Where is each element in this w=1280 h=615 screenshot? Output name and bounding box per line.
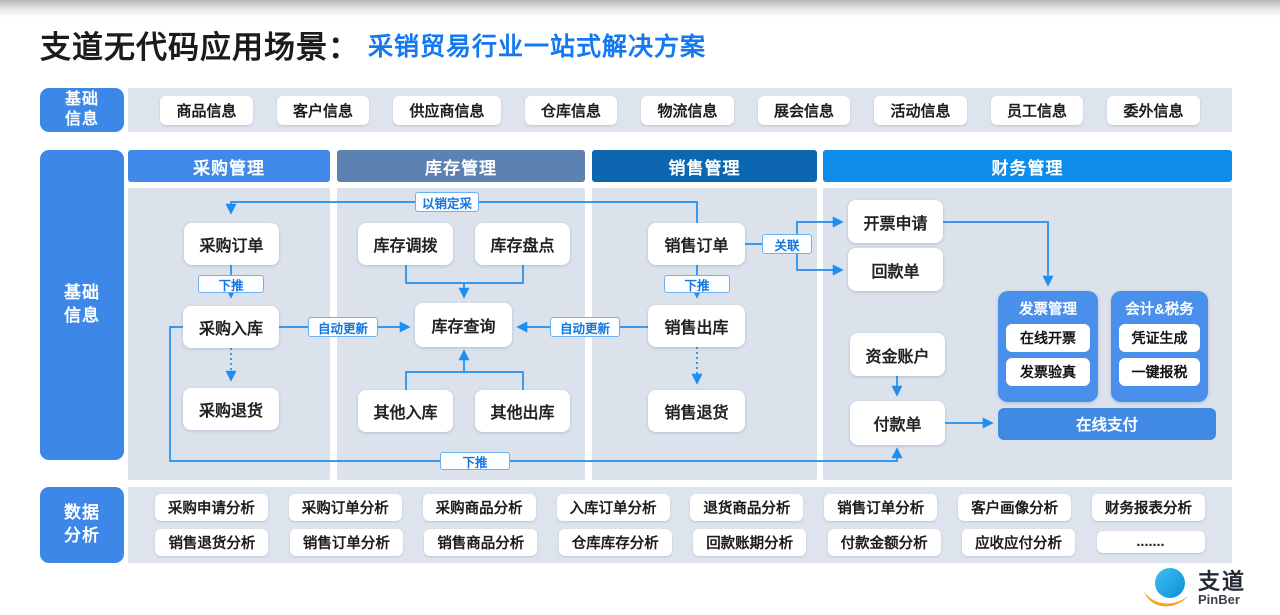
header-sales-mgmt: 销售管理 [592,150,817,182]
analysis-chip: 销售退货分析 [155,528,269,556]
data-analysis-label: 数据 分析 [40,487,124,563]
base-info-band: 商品信息 客户信息 供应商信息 仓库信息 物流信息 展会信息 活动信息 员工信息… [128,88,1232,132]
logo-name-cn: 支道 [1197,568,1246,594]
edge-label-auto-update: 自动更新 [308,317,378,337]
pinber-logo-icon [1143,568,1188,607]
node-sales-return: 销售退货 [648,390,745,432]
node-payment-order: 付款单 [850,401,945,445]
analysis-chip: 销售订单分析 [289,528,403,556]
group-tax-title: 会计&税务 [1125,302,1194,318]
info-chip: 仓库信息 [524,95,617,125]
analysis-chip: 付款金额分析 [827,528,941,556]
data-analysis-band: 采购申请分析 采购订单分析 采购商品分析 入库订单分析 退货商品分析 销售订单分… [128,487,1232,563]
analysis-chip: 采购订单分析 [288,494,402,522]
info-chip: 物流信息 [641,95,734,125]
edge-label-push-down: 下推 [198,275,264,293]
node-other-outbound: 其他出库 [475,390,570,432]
node-fund-account: 资金账户 [850,333,945,376]
node-other-inbound: 其他入库 [358,390,453,432]
edge-label-push-down: 下推 [440,452,510,470]
node-purchase-inbound: 采购入库 [183,306,279,348]
analysis-chip: 销售商品分析 [424,528,538,556]
info-chip: 委外信息 [1107,95,1200,125]
analysis-chip: 入库订单分析 [556,494,670,522]
analysis-chip: 销售订单分析 [824,494,938,522]
analysis-chip: 采购申请分析 [154,494,268,522]
logo-text: 支道 PinBer [1198,570,1246,607]
chip-one-click-tax: 一键报税 [1119,358,1200,386]
info-chip: 展会信息 [757,95,850,125]
analysis-chip: 客户画像分析 [958,494,1072,522]
chip-invoice-verify: 发票验真 [1006,358,1090,386]
chip-voucher-generate: 凭证生成 [1119,324,1200,352]
info-chip: 员工信息 [990,95,1083,125]
edge-label-relate: 关联 [762,234,812,254]
page-title: 支道无代码应用场景： 采销贸易行业一站式解决方案 [40,22,706,67]
base-info-label-top: 基础 信息 [40,88,124,132]
brand-logo: 支道 PinBer [1140,566,1246,610]
node-receipt-order: 回款单 [848,248,943,291]
analysis-chip: 应收应付分析 [962,528,1076,556]
analysis-chip: 仓库库存分析 [558,528,672,556]
chip-online-invoicing: 在线开票 [1006,324,1090,352]
analysis-chip-more: ....... [1096,531,1205,554]
online-pay-bar: 在线支付 [998,408,1216,440]
info-chip: 供应商信息 [393,95,501,125]
analysis-row-2: 销售退货分析 销售订单分析 销售商品分析 仓库库存分析 回款账期分析 付款金额分… [128,528,1232,556]
title-prefix: 支道无代码应用场景： [40,30,360,65]
title-highlight: 采销贸易行业一站式解决方案 [368,32,707,61]
node-stock-transfer: 库存调拨 [358,223,453,265]
info-chip: 客户信息 [276,95,369,125]
logo-name-en: PinBer [1197,591,1240,607]
group-accounting-tax: 会计&税务 凭证生成 一键报税 [1111,291,1208,402]
base-info-label-mid: 基础 信息 [40,150,124,460]
top-gradient-shade [0,0,1280,18]
info-chip: 商品信息 [160,95,253,125]
header-stock-mgmt: 库存管理 [337,150,585,182]
node-stock-count: 库存盘点 [475,223,570,265]
node-purchase-order: 采购订单 [184,223,279,265]
analysis-chip: 退货商品分析 [690,494,804,522]
info-chip: 活动信息 [874,95,967,125]
header-finance-mgmt: 财务管理 [823,150,1232,182]
analysis-chip: 财务报表分析 [1092,494,1205,522]
group-invoice-title: 发票管理 [1019,302,1077,318]
node-purchase-return: 采购退货 [183,388,279,430]
node-stock-query: 库存查询 [415,303,512,347]
analysis-chip: 回款账期分析 [693,528,807,556]
node-sales-outbound: 销售出库 [648,305,745,347]
header-purchase-mgmt: 采购管理 [128,150,330,182]
edge-label-sales-driven-purchase: 以销定采 [415,192,479,212]
group-invoice-mgmt: 发票管理 在线开票 发票验真 [998,291,1098,402]
node-sales-order: 销售订单 [648,223,745,265]
analysis-chip: 采购商品分析 [422,494,536,522]
edge-label-push-down: 下推 [664,275,730,293]
edge-label-auto-update: 自动更新 [550,317,620,337]
process-area: 采购管理 库存管理 销售管理 财务管理 [128,150,1232,480]
node-invoice-request: 开票申请 [848,200,943,243]
analysis-row-1: 采购申请分析 采购订单分析 采购商品分析 入库订单分析 退货商品分析 销售订单分… [128,494,1232,522]
